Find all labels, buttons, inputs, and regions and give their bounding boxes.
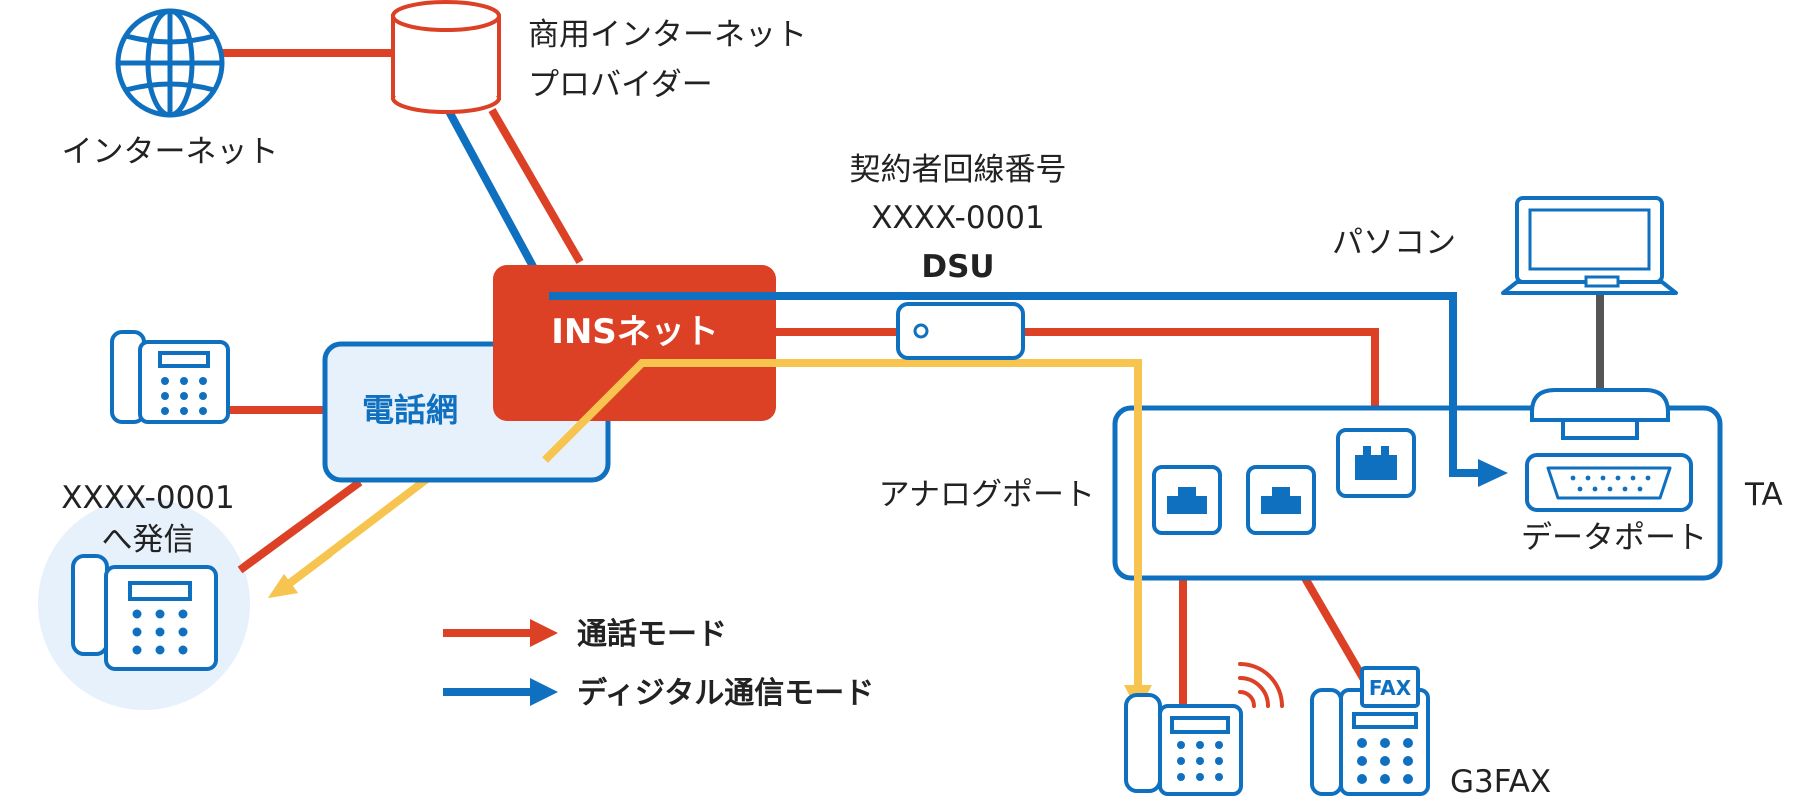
legend-label-call: 通話モード (577, 617, 727, 652)
pc-node: パソコン (1332, 196, 1678, 295)
isp-label-line2: プロバイダー (528, 67, 713, 103)
fax-icon: FAX (1310, 666, 1430, 796)
call-path-into-called (287, 549, 333, 587)
analog-port-icon-2 (1246, 465, 1316, 535)
contract-number: XXXX-0001 (871, 200, 1044, 236)
line-network-called-phone-top (237, 522, 303, 574)
ta-node: アナログポート TA データポート (879, 388, 1783, 581)
isp-node: 商用インターネット プロバイダー (391, 0, 807, 114)
call-target-suffix: へ発信 (102, 522, 195, 558)
internet-node: インターネット (62, 8, 279, 170)
legend: 通話モード ディジタル通信モード (443, 617, 874, 711)
database-icon (391, 0, 501, 114)
line-isp-ins (488, 107, 584, 265)
isp-label-line1: 商用インターネット (528, 17, 807, 53)
line-dsu-ta (1020, 328, 1379, 433)
ins-net-node: INSネット (493, 265, 776, 421)
globe-icon (115, 8, 225, 118)
legend-item-digital: ディジタル通信モード (443, 676, 874, 711)
serial-connector-icon (1530, 388, 1670, 440)
phone-network-label: 電話網 (362, 391, 458, 429)
internet-label: インターネット (62, 134, 279, 170)
ta-label: TA (1744, 477, 1783, 513)
ins-net-label: INSネット (551, 312, 719, 352)
legend-label-digital: ディジタル通信モード (577, 676, 874, 711)
call-target-number: XXXX-0001 (61, 480, 234, 516)
ins-net-box (493, 265, 776, 421)
dsu-label: DSU (921, 249, 994, 285)
dsu-indicator (913, 323, 929, 339)
dsu-box (896, 302, 1025, 360)
digital-path-into-ta (1449, 400, 1478, 477)
fax-sheet-label: FAX (1369, 676, 1412, 700)
telephone-icon (110, 330, 230, 424)
telephone-icon-called (71, 554, 218, 671)
data-port-label: データポート (1521, 520, 1707, 556)
analog-port-icon (1152, 465, 1222, 535)
isdn-port-icon (1336, 428, 1416, 498)
call-path-over-ins (542, 359, 776, 463)
g3fax-label: G3FAX (1450, 764, 1551, 796)
legend-item-call: 通話モード (443, 617, 727, 652)
dsu-node: 契約者回線番号 XXXX-0001 DSU (850, 152, 1067, 360)
telephone-ringing-icon (1124, 662, 1284, 796)
pc-label: パソコン (1332, 225, 1456, 261)
serial-port-icon (1525, 453, 1693, 512)
analog-port-label: アナログポート (879, 477, 1095, 513)
contract-title: 契約者回線番号 (850, 152, 1067, 188)
digital-path-to-isp (434, 89, 553, 298)
ringing-waves (1238, 662, 1284, 708)
call-arrowhead-called-top (268, 574, 298, 598)
digital-arrowhead-ta-top (1478, 459, 1508, 487)
laptop-icon (1501, 196, 1678, 295)
ta-box (1112, 405, 1723, 581)
called-phone-node: XXXX-0001 へ発信 (38, 480, 250, 710)
